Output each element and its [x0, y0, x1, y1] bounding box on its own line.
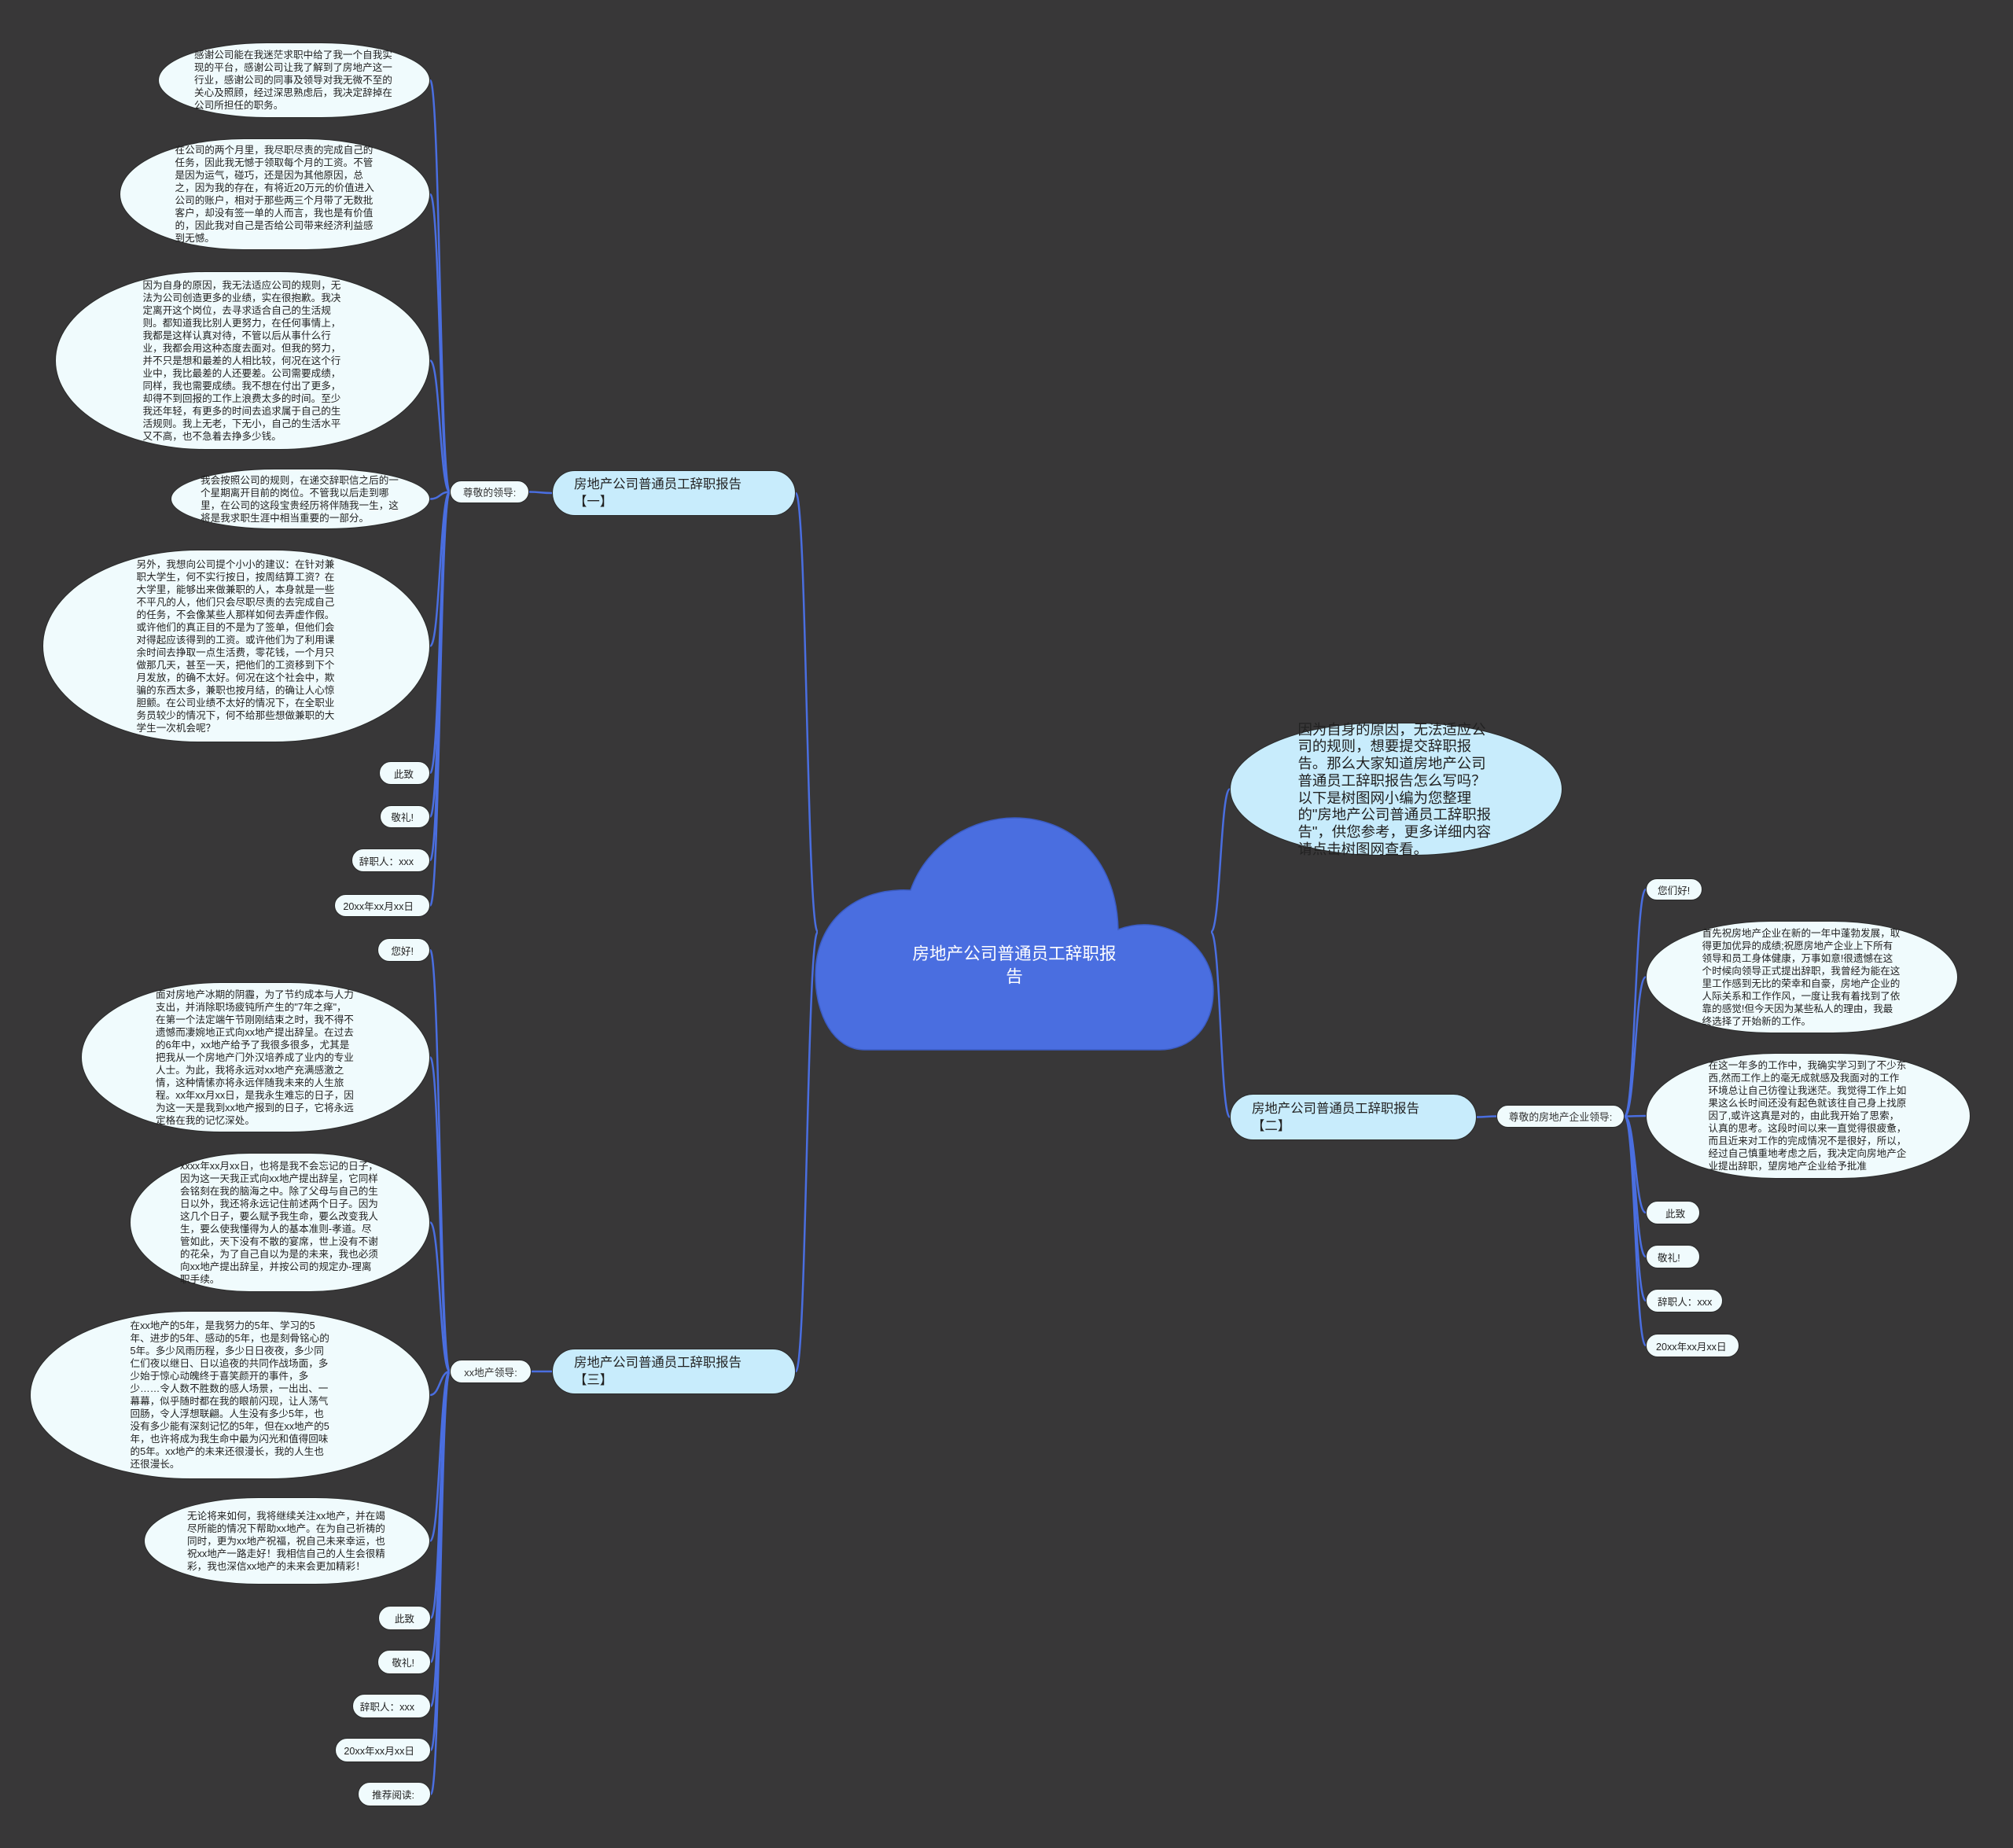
connector-salutation-item	[429, 79, 451, 493]
paragraph-node[interactable]: 我会按照公司的规则，在递交辞职信之后的一个星期离开目前的岗位。不管我以后走到哪里…	[171, 469, 430, 529]
paragraph-text: 无论将来如何，我将继续关注xx地产，并在竭尽所能的情况下帮助xx地产。在为自己祈…	[187, 1510, 385, 1572]
paragraph-text: 我会按照公司的规则，在递交辞职信之后的一个星期离开目前的岗位。不管我以后走到哪里…	[201, 474, 399, 524]
closing-node[interactable]: 敬礼!	[1646, 1245, 1700, 1268]
closing-node[interactable]: 此致	[1646, 1201, 1700, 1224]
closing-node[interactable]: 敬礼!	[380, 805, 430, 828]
connector-root-branch	[794, 491, 819, 933]
salutation-node[interactable]: 尊敬的领导:	[450, 480, 529, 503]
branch-report-3[interactable]: 房地产公司普通员工辞职报告【三】	[552, 1349, 796, 1394]
date-node[interactable]: 20xx年xx月xx日	[1646, 1334, 1739, 1357]
intro-node[interactable]: 因为自身的原因，无法适应公司的规则，想要提交辞职报告。那么大家知道房地产公司普通…	[1230, 720, 1562, 857]
paragraph-node[interactable]: 在这一年多的工作中，我确实学习到了不少东西,然而工作上的毫无成就感及我面对的工作…	[1646, 1053, 1971, 1179]
connector-salutation-item	[429, 1056, 451, 1373]
signature-node[interactable]: 辞职人：xxx	[1646, 1289, 1723, 1312]
connector-salutation-item	[429, 193, 451, 493]
connector-salutation-item	[429, 948, 451, 1373]
connector-salutation-item	[429, 359, 451, 493]
salutation-node[interactable]: xx地产领导:	[450, 1360, 532, 1383]
branch-report-2[interactable]: 房地产公司普通员工辞职报告【二】	[1230, 1094, 1477, 1140]
paragraph-node[interactable]: 无论将来如何，我将继续关注xx地产，并在竭尽所能的情况下帮助xx地产。在为自己祈…	[144, 1497, 430, 1585]
paragraph-text: 在这一年多的工作中，我确实学习到了不少东西,然而工作上的毫无成就感及我面对的工作…	[1708, 1060, 1907, 1172]
paragraph-text: 在xx地产的5年，是我努力的5年、学习的5年、进步的5年、感动的5年，也是刻骨铭…	[130, 1320, 329, 1470]
connector-root-branch	[1209, 930, 1231, 1118]
paragraph-text: xxxx年xx月xx日，也将是我不会忘记的日子，因为这一天我正式向xx地产提出辞…	[180, 1160, 378, 1285]
connector-root-branch	[794, 930, 819, 1373]
greeting-node[interactable]: 您们好!	[1646, 878, 1702, 900]
connector-salutation-item	[429, 1370, 451, 1619]
closing-node[interactable]: 敬礼!	[377, 1650, 431, 1674]
branch-report-1[interactable]: 房地产公司普通员工辞职报告【一】	[552, 470, 796, 516]
paragraph-node[interactable]: 因为自身的原因，我无法适应公司的规则，无法为公司创造更多的业绩，实在很抱歉。我决…	[55, 271, 430, 450]
signature-node[interactable]: 辞职人：xxx	[352, 1694, 431, 1718]
date-node[interactable]: 20xx年xx月xx日	[334, 894, 430, 917]
connector-salutation-item	[429, 491, 451, 862]
connector-branch-salutation	[528, 491, 553, 495]
connector-salutation-item	[429, 491, 451, 500]
paragraph-text: 因为自身的原因，我无法适应公司的规则，无法为公司创造更多的业绩，实在很抱歉。我决…	[142, 279, 341, 442]
connector-salutation-item	[429, 1370, 451, 1663]
paragraph-node[interactable]: 面对房地产冰期的阴霾，为了节约成本与人力支出，并消除职场疲钝所产生的"7年之痒"…	[81, 982, 430, 1132]
paragraph-text: 首先祝房地产企业在新的一年中蓬勃发展，取得更加优异的成绩;祝愿房地产企业上下所有…	[1702, 927, 1901, 1027]
paragraph-node[interactable]: 首先祝房地产企业在新的一年中蓬勃发展，取得更加优异的成绩;祝愿房地产企业上下所有…	[1646, 921, 1958, 1033]
connector-salutation-item	[429, 1370, 451, 1397]
connector-salutation-item	[429, 1221, 451, 1373]
cloud-icon	[815, 817, 1214, 1051]
greeting-node[interactable]: 您好!	[377, 938, 430, 962]
paragraph-node[interactable]: 在公司的两个月里，我尽职尽责的完成自己的任务，因此我无憾于领取每个月的工资。不管…	[120, 138, 430, 250]
paragraph-text: 感谢公司能在我迷茫求职中给了我一个自我实现的平台，感谢公司让我了解到了房地产这一…	[194, 50, 392, 111]
connector-salutation-item	[1624, 1114, 1647, 1117]
connector-salutation-item	[429, 1370, 451, 1542]
closing-node[interactable]: 此致	[379, 761, 430, 785]
connector-salutation-item	[429, 491, 451, 647]
intro-text: 因为自身的原因，无法适应公司的规则，想要提交辞职报告。那么大家知道房地产公司普通…	[1297, 720, 1492, 857]
connector-salutation-item	[1623, 1115, 1647, 1302]
connector-salutation-item	[1623, 1115, 1647, 1258]
connector-salutation-item	[429, 491, 451, 775]
paragraph-node[interactable]: xxxx年xx月xx日，也将是我不会忘记的日子，因为这一天我正式向xx地产提出辞…	[130, 1153, 430, 1292]
connector-salutation-item	[429, 491, 451, 907]
branch-title: 房地产公司普通员工辞职报告【二】	[1252, 1101, 1420, 1133]
connector-salutation-item	[429, 1370, 451, 1707]
connector-salutation-item	[1623, 976, 1647, 1117]
branch-title: 房地产公司普通员工辞职报告【一】	[574, 477, 742, 509]
connector-salutation-item	[429, 1370, 451, 1751]
recommended-reading-node[interactable]: 推荐阅读:	[358, 1782, 431, 1806]
paragraph-text: 在公司的两个月里，我尽职尽责的完成自己的任务，因此我无憾于领取每个月的工资。不管…	[175, 145, 374, 244]
signature-node[interactable]: 辞职人：xxx	[351, 849, 430, 872]
paragraph-node[interactable]: 另外，我想向公司提个小小的建议：在针对兼职大学生，何不实行按日，按周结算工资？在…	[42, 550, 430, 742]
connector-salutation-item	[1624, 1115, 1647, 1214]
connector-salutation-item	[1623, 1115, 1647, 1347]
paragraph-text: 另外，我想向公司提个小小的建议：在针对兼职大学生，何不实行按日，按周结算工资？在…	[136, 558, 335, 734]
connector-salutation-item	[429, 491, 451, 818]
salutation-node[interactable]: 尊敬的房地产企业领导:	[1496, 1105, 1625, 1128]
paragraph-text: 面对房地产冰期的阴霾，为了节约成本与人力支出，并消除职场疲钝所产生的"7年之痒"…	[156, 988, 354, 1126]
paragraph-node[interactable]: 感谢公司能在我迷茫求职中给了我一个自我实现的平台，感谢公司让我了解到了房地产这一…	[158, 42, 430, 118]
paragraph-node[interactable]: 在xx地产的5年，是我努力的5年、学习的5年、进步的5年、感动的5年，也是刻骨铭…	[30, 1311, 430, 1479]
connector-root-intro	[1209, 788, 1231, 933]
closing-node[interactable]: 此致	[378, 1606, 431, 1630]
date-node[interactable]: 20xx年xx月xx日	[335, 1738, 431, 1762]
branch-title: 房地产公司普通员工辞职报告【三】	[574, 1356, 742, 1387]
connector-salutation-item	[429, 1370, 451, 1795]
central-topic[interactable]: 房地产公司普通员工辞职报告	[912, 944, 1117, 986]
connector-salutation-item	[1623, 888, 1647, 1117]
